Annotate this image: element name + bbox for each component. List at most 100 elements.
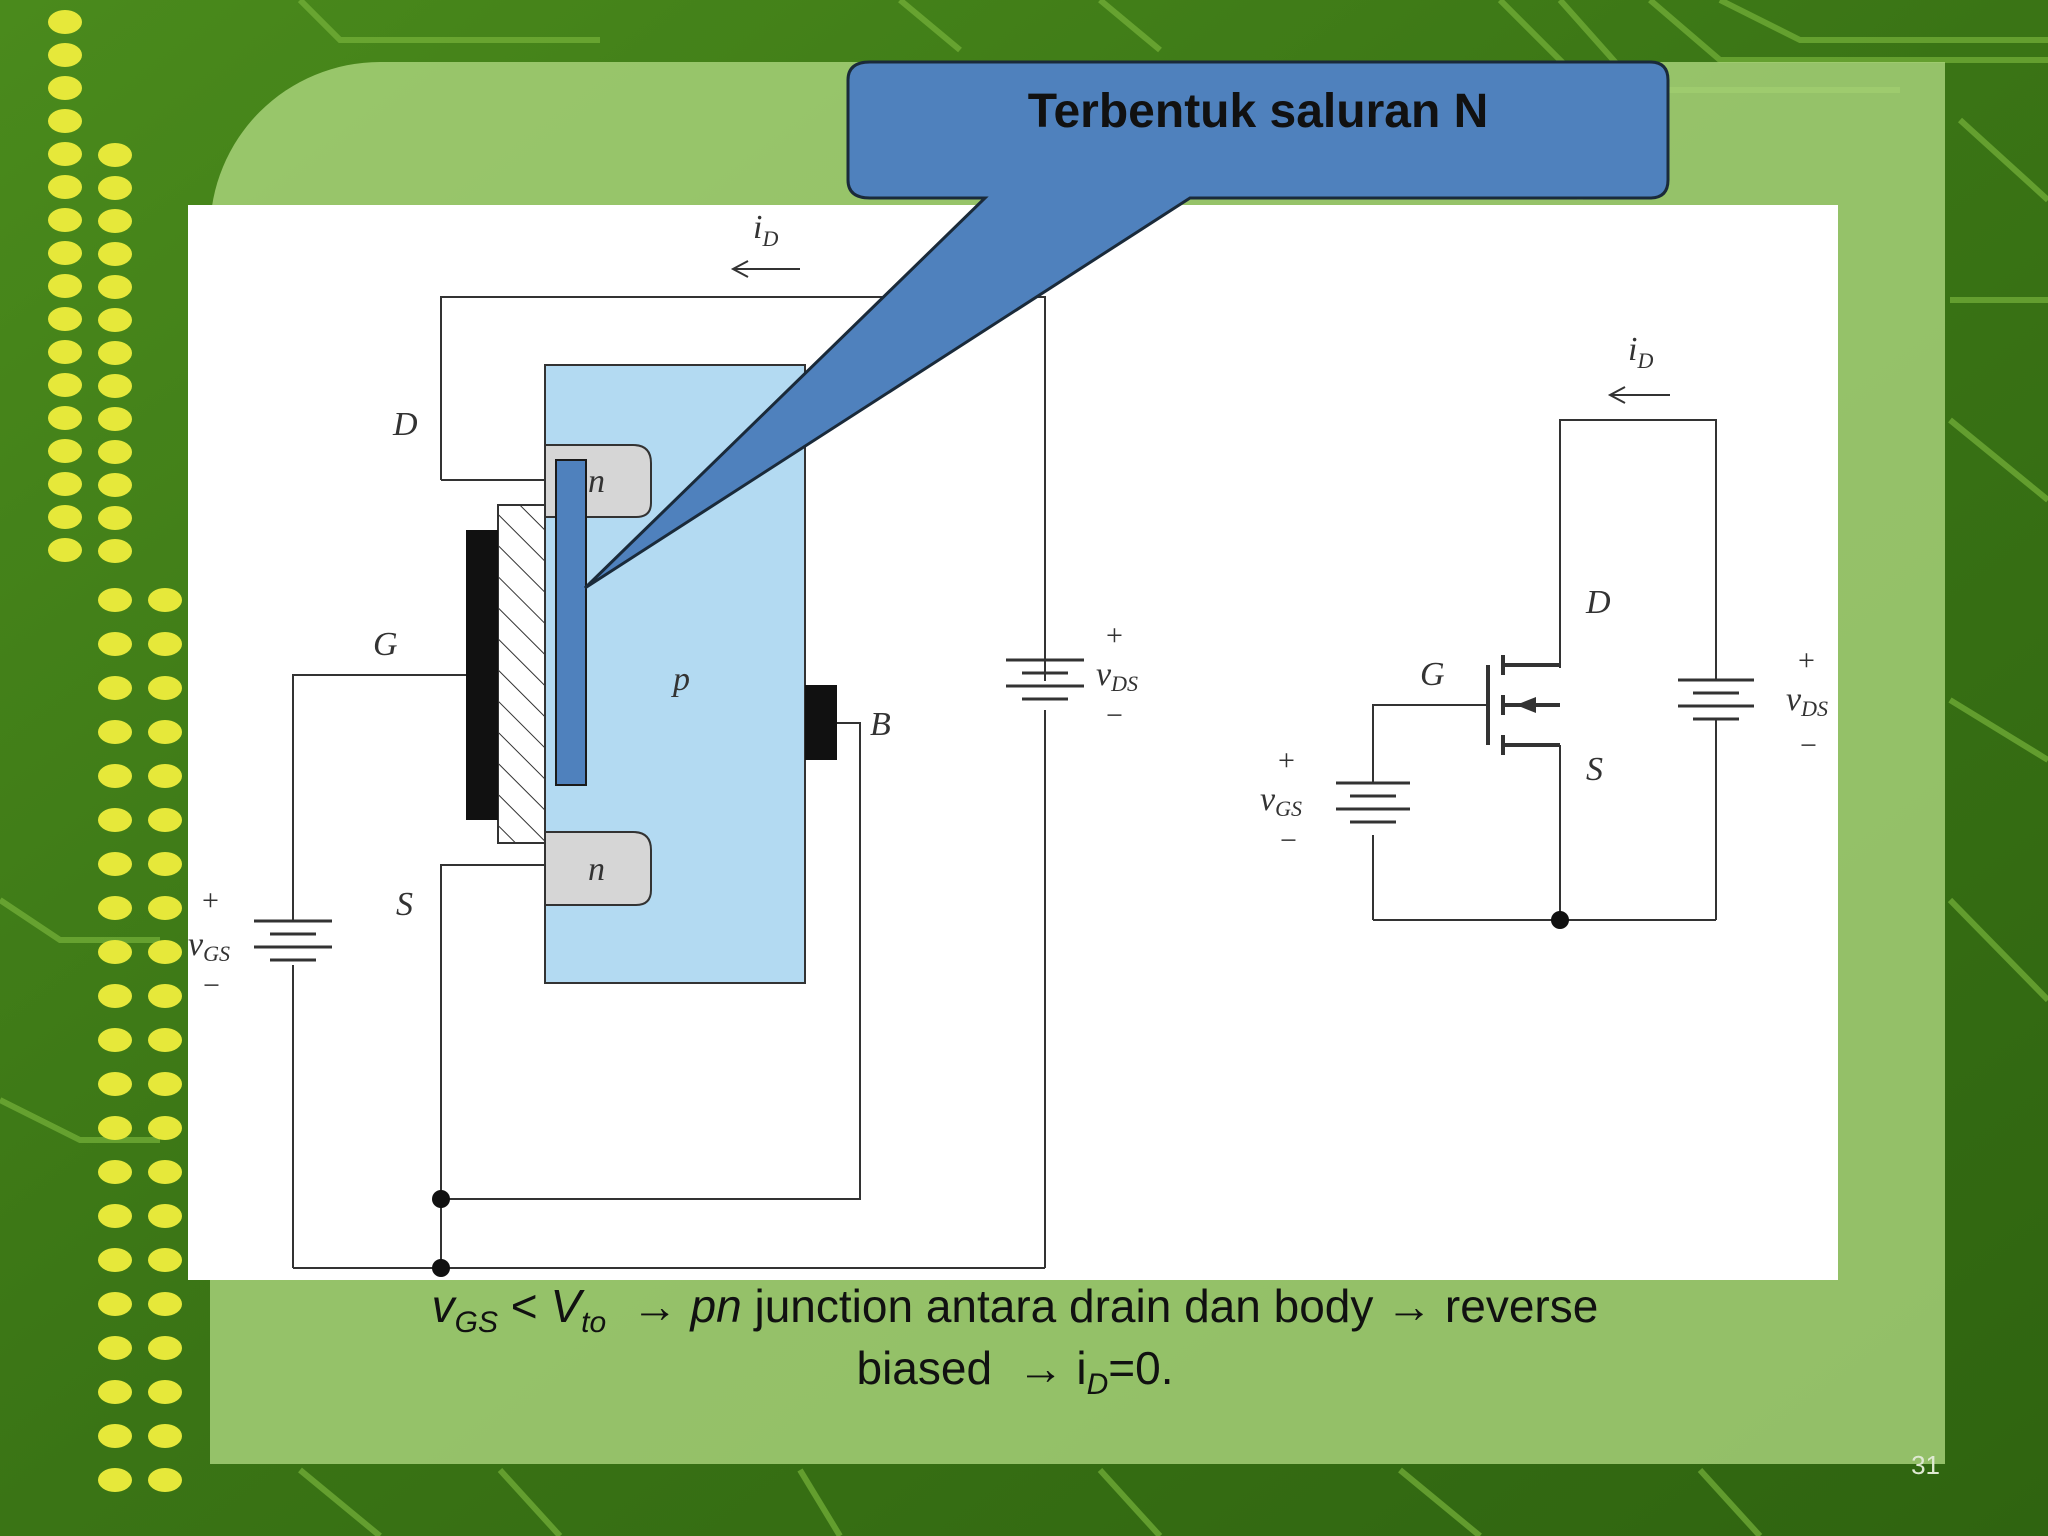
right-vgs-plus: + bbox=[1278, 744, 1295, 777]
gate-metal bbox=[466, 530, 498, 820]
n-top-label: n bbox=[588, 463, 605, 500]
decor-dot bbox=[148, 1028, 182, 1052]
gate-oxide bbox=[497, 504, 546, 844]
caption-line-2: biased → iD=0. bbox=[300, 1337, 1730, 1400]
caption-v: v bbox=[431, 1280, 455, 1332]
caption-rest2: =0. bbox=[1108, 1342, 1174, 1394]
decor-dot bbox=[48, 241, 82, 265]
diagram-background bbox=[188, 205, 1838, 1280]
decor-dot bbox=[148, 588, 182, 612]
right-vgs-label: vGS bbox=[1260, 781, 1302, 821]
decor-dot bbox=[98, 984, 132, 1008]
decor-dot bbox=[98, 1204, 132, 1228]
decor-dot bbox=[48, 505, 82, 529]
decor-dot bbox=[48, 538, 82, 562]
left-vgs-plus: + bbox=[202, 884, 219, 917]
n-bottom-label: n bbox=[588, 851, 605, 888]
decor-dot bbox=[48, 340, 82, 364]
left-vds-plus: + bbox=[1106, 619, 1123, 652]
decor-dot bbox=[48, 109, 82, 133]
decor-dot bbox=[98, 1072, 132, 1096]
right-vds-minus: − bbox=[1800, 729, 1817, 762]
decor-dot bbox=[98, 588, 132, 612]
decor-dot bbox=[48, 175, 82, 199]
decor-dot bbox=[98, 896, 132, 920]
left-vds-minus: − bbox=[1106, 699, 1123, 732]
right-vds-battery bbox=[1678, 678, 1754, 721]
decor-dot bbox=[98, 852, 132, 876]
decor-dot bbox=[98, 407, 132, 431]
decor-dot bbox=[148, 720, 182, 744]
decor-dot bbox=[148, 1424, 182, 1448]
decor-dot bbox=[98, 632, 132, 656]
callout-title: Terbentuk saluran N bbox=[1027, 85, 1489, 138]
decor-dot bbox=[98, 1468, 132, 1492]
decor-dot bbox=[48, 142, 82, 166]
decor-dot bbox=[148, 1204, 182, 1228]
decor-dot bbox=[98, 808, 132, 832]
decor-dot bbox=[148, 1380, 182, 1404]
decor-dot bbox=[48, 208, 82, 232]
decor-dot bbox=[148, 852, 182, 876]
decor-dot bbox=[48, 439, 82, 463]
decor-dot bbox=[98, 176, 132, 200]
decor-dot bbox=[48, 406, 82, 430]
right-vds-label: vDS bbox=[1786, 681, 1828, 721]
gate-label: G bbox=[373, 626, 398, 663]
decor-dot bbox=[148, 676, 182, 700]
decor-dot bbox=[98, 720, 132, 744]
caption-v-sub: GS bbox=[454, 1306, 499, 1340]
decor-dot bbox=[98, 242, 132, 266]
mosfet-diagram: iD D G S B p n n + vGS − + vDS − bbox=[188, 205, 1838, 1280]
decor-dot bbox=[98, 676, 132, 700]
decor-dot bbox=[98, 341, 132, 365]
slide-number: 31 bbox=[1911, 1450, 1940, 1480]
decor-dot bbox=[148, 632, 182, 656]
decor-dot bbox=[98, 940, 132, 964]
decor-dot bbox=[98, 440, 132, 464]
decor-dot bbox=[98, 1028, 132, 1052]
decor-dot bbox=[98, 1160, 132, 1184]
caption-arrow: → bbox=[606, 1280, 691, 1332]
decor-dot bbox=[148, 1292, 182, 1316]
junction-dot bbox=[432, 1259, 450, 1277]
n-channel bbox=[555, 459, 587, 786]
decor-dot bbox=[98, 209, 132, 233]
right-source-label: S bbox=[1586, 751, 1603, 788]
decor-dot bbox=[148, 1468, 182, 1492]
decor-dot bbox=[48, 43, 82, 67]
source-label: S bbox=[396, 886, 413, 923]
decor-dot bbox=[98, 1116, 132, 1140]
decor-dot bbox=[98, 1336, 132, 1360]
substrate-label: p bbox=[671, 661, 690, 698]
caption-rest1: junction antara drain dan body → reverse bbox=[741, 1280, 1599, 1332]
decor-dot bbox=[48, 274, 82, 298]
body-label: B bbox=[870, 706, 891, 743]
decor-dot bbox=[98, 539, 132, 563]
decor-dot bbox=[98, 1380, 132, 1404]
decor-dot bbox=[148, 984, 182, 1008]
decor-dot bbox=[48, 373, 82, 397]
decor-dot bbox=[98, 143, 132, 167]
left-vds-label: vDS bbox=[1096, 656, 1138, 696]
decor-dot bbox=[148, 1336, 182, 1360]
body-contact bbox=[805, 685, 837, 760]
decor-dot bbox=[98, 1292, 132, 1316]
caption-biased: biased → i bbox=[856, 1342, 1087, 1394]
decor-dot bbox=[48, 307, 82, 331]
right-vgs-minus: − bbox=[1280, 824, 1297, 857]
decor-dot bbox=[148, 808, 182, 832]
decor-dot bbox=[48, 10, 82, 34]
decor-dot bbox=[148, 1248, 182, 1272]
decor-dot bbox=[98, 473, 132, 497]
junction-dot bbox=[432, 1190, 450, 1208]
caption-V: V bbox=[550, 1280, 582, 1332]
left-vds-battery bbox=[1006, 658, 1084, 701]
decor-dot bbox=[48, 472, 82, 496]
caption-V-sub: to bbox=[581, 1306, 607, 1340]
right-vgs-battery bbox=[1336, 781, 1410, 824]
decor-dot bbox=[98, 308, 132, 332]
decor-dot bbox=[148, 764, 182, 788]
caption-line-1: vGS < Vto → pn junction antara drain dan… bbox=[300, 1275, 1730, 1340]
junction-dot bbox=[1551, 911, 1569, 929]
